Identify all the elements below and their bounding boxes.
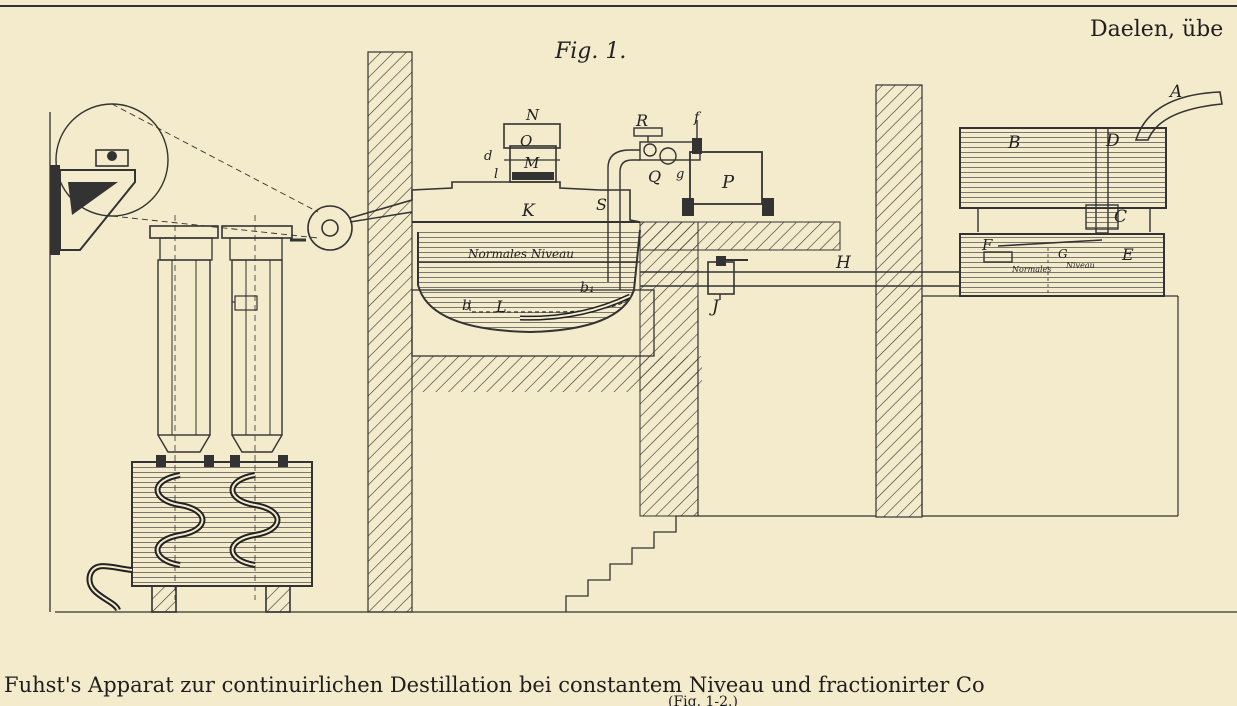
coil-tank bbox=[86, 461, 313, 613]
label-l: L bbox=[495, 297, 507, 316]
label-b: B bbox=[1007, 133, 1021, 153]
figure-caption: Fuhst's Apparat zur continuirlichen Dest… bbox=[4, 673, 985, 697]
label-d: D bbox=[1105, 131, 1120, 151]
label-d-small: d bbox=[484, 149, 492, 164]
header-fragment: Daelen, übe bbox=[1090, 17, 1223, 42]
label-f: F bbox=[981, 236, 993, 254]
condenser-columns bbox=[149, 225, 306, 467]
part-labels: A B C D E F G H J K L M N O P Q R S b b₁… bbox=[462, 82, 1182, 317]
label-a: A bbox=[1168, 82, 1182, 102]
label-h: H bbox=[835, 253, 852, 273]
masonry bbox=[367, 51, 1179, 613]
label-c: C bbox=[1114, 207, 1127, 227]
label-e: E bbox=[1121, 245, 1134, 264]
label-o: O bbox=[520, 132, 532, 150]
vessel-p bbox=[682, 151, 774, 216]
pipe-h bbox=[640, 256, 960, 300]
water-level-label: Normales Niveau bbox=[467, 247, 574, 261]
label-j: J bbox=[709, 297, 720, 317]
figure-caption-sub: (Fig. 1-2.) bbox=[668, 694, 738, 706]
small-level-label-1: Normales bbox=[1011, 265, 1051, 274]
label-q: Q bbox=[648, 167, 661, 186]
label-b1: b₁ bbox=[580, 280, 595, 296]
wheel-assembly bbox=[49, 103, 353, 612]
tank-b bbox=[959, 91, 1223, 234]
label-f-small: f bbox=[693, 110, 702, 126]
label-s: S bbox=[596, 195, 607, 214]
label-g-small: g bbox=[676, 167, 684, 182]
label-k: K bbox=[521, 201, 536, 221]
label-l-small: l bbox=[494, 167, 498, 182]
label-b-small: b bbox=[462, 298, 471, 314]
label-g: G bbox=[1058, 247, 1068, 261]
label-n: N bbox=[525, 106, 540, 124]
label-p: P bbox=[721, 172, 735, 193]
label-m: M bbox=[523, 154, 540, 172]
figure-title: Fig. 1. bbox=[554, 39, 626, 64]
label-r: R bbox=[635, 111, 648, 130]
still-vessel bbox=[349, 120, 702, 334]
vessel-e bbox=[959, 233, 1165, 297]
small-level-label-2: Niveau bbox=[1065, 261, 1095, 270]
